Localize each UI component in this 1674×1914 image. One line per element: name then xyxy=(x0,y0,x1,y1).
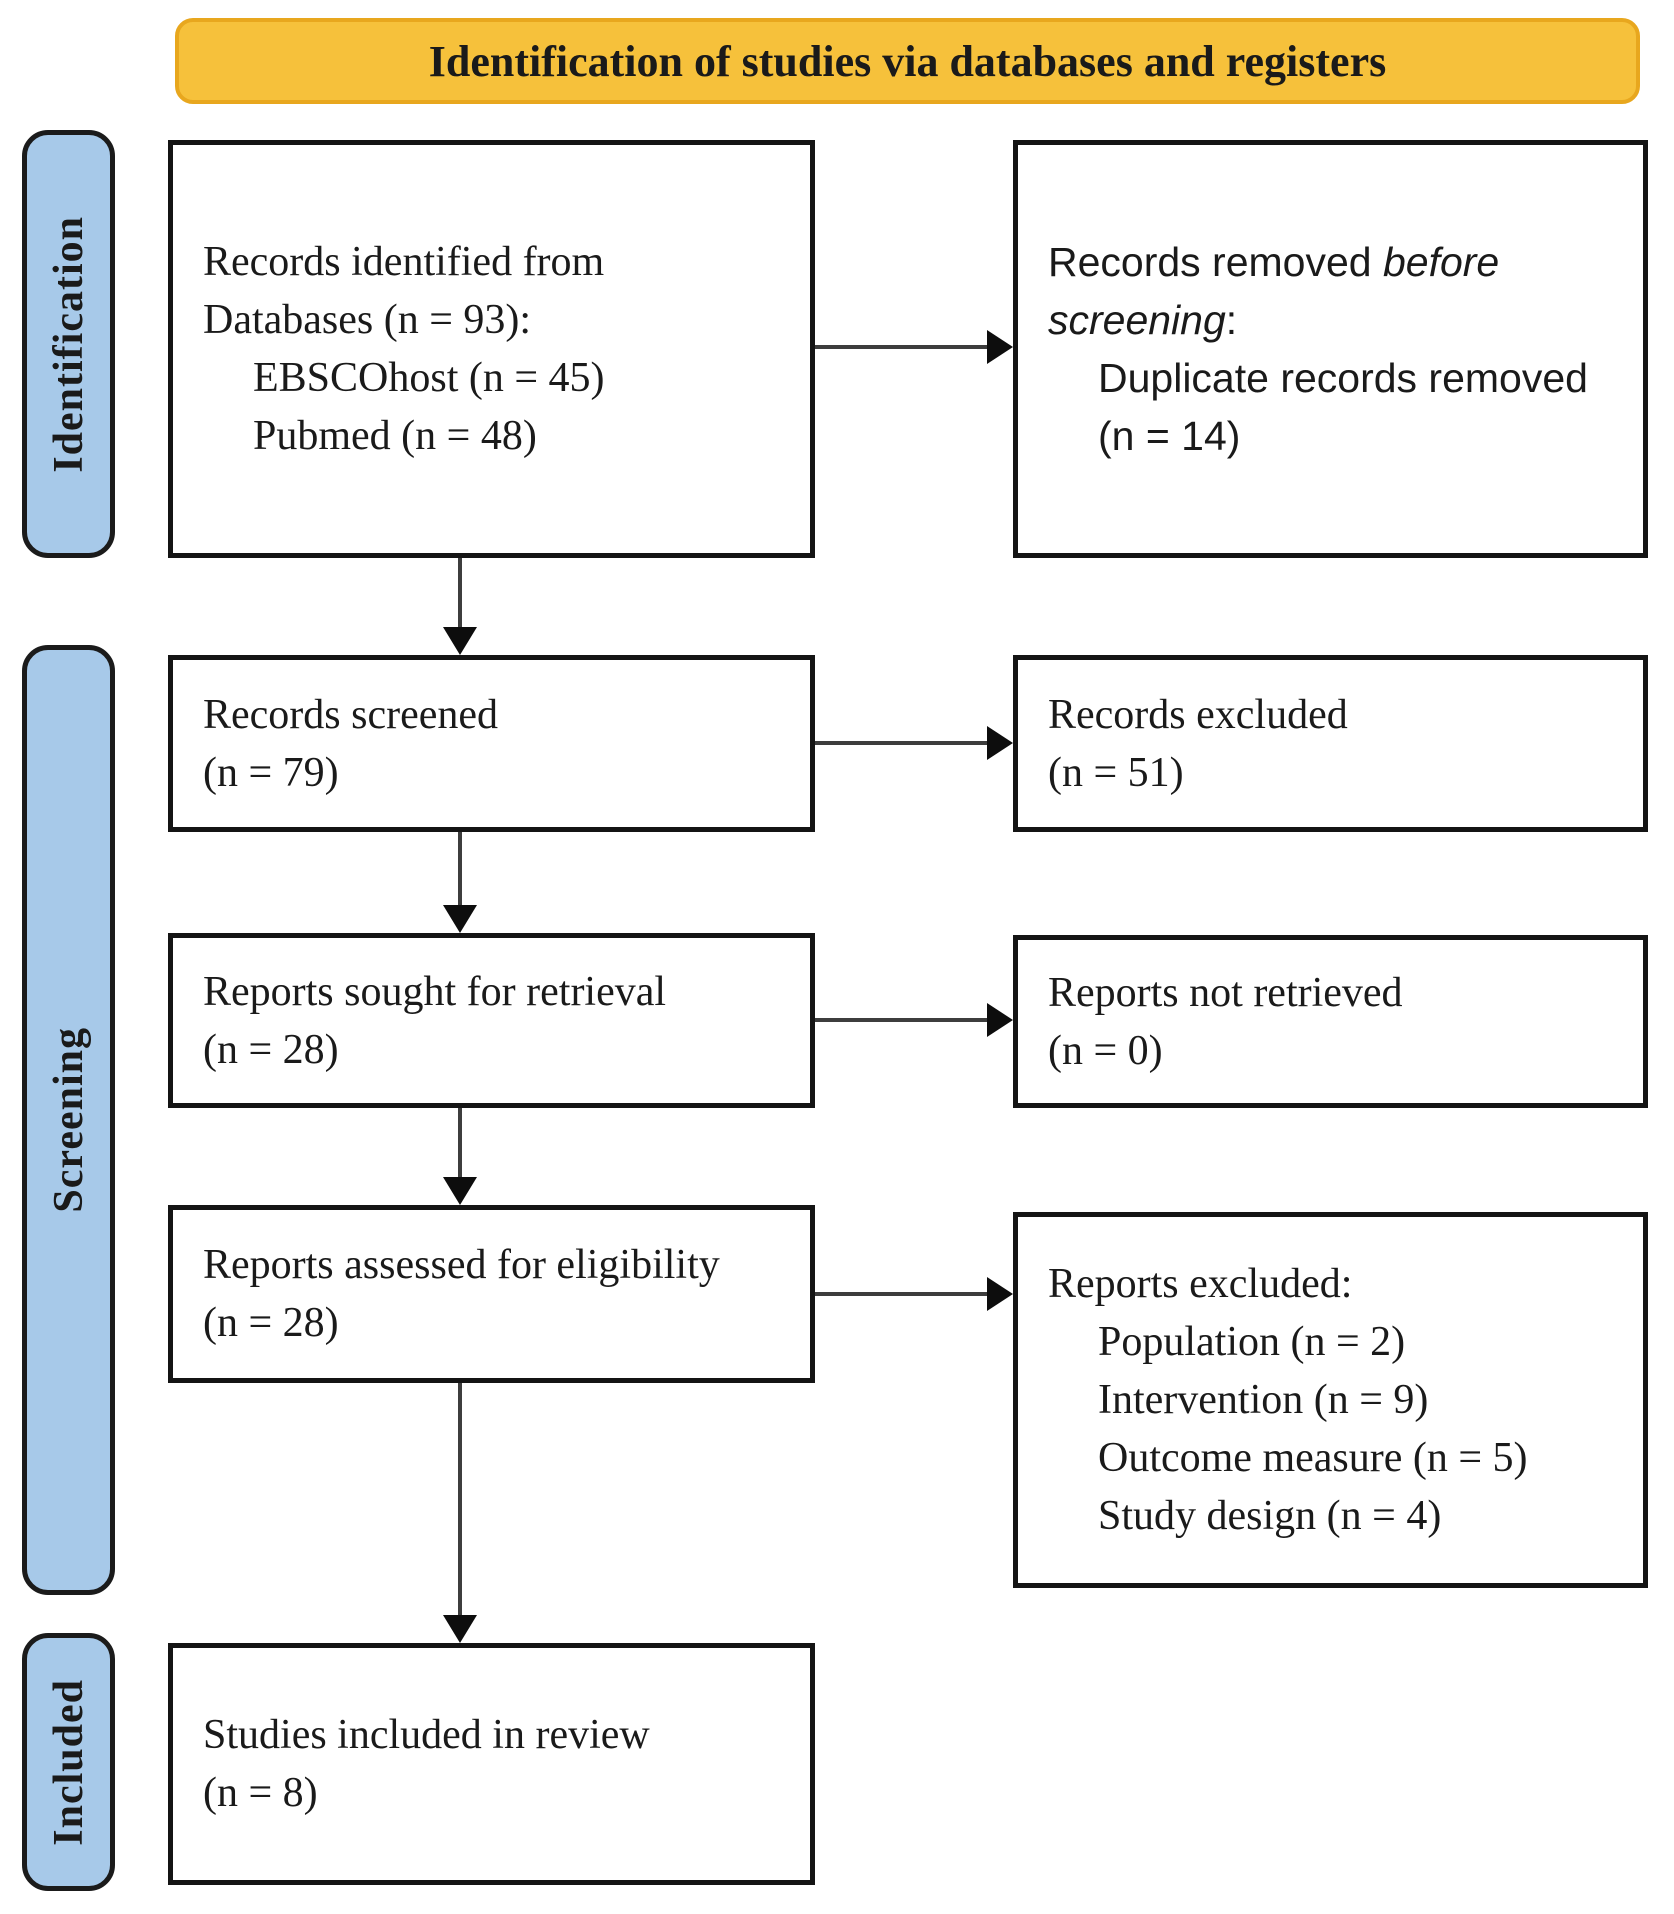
stage-identification-label: Identification xyxy=(45,215,92,473)
records-removed-line4: (n = 14) xyxy=(1098,413,1241,459)
arrow-right-1-line xyxy=(815,345,987,349)
arrow-right-3-line xyxy=(815,1018,987,1022)
records-identified-line1: Records identified from xyxy=(203,239,605,285)
box-records-removed: Records removed before screening: Duplic… xyxy=(1013,140,1648,558)
reports-not-retrieved-line2: (n = 0) xyxy=(1048,1027,1163,1074)
records-removed-line1: Records removed before xyxy=(1048,239,1500,285)
records-identified-line3: EBSCOhost (n = 45) xyxy=(253,355,605,401)
box-reports-sought: Reports sought for retrieval (n = 28) xyxy=(168,933,815,1108)
banner-title: Identification of studies via databases … xyxy=(428,36,1387,86)
stage-included-label: Included xyxy=(45,1678,92,1846)
records-removed-line2: screening: xyxy=(1048,297,1238,343)
reports-sought-line2: (n = 28) xyxy=(203,1026,339,1073)
box-records-screened: Records screened (n = 79) xyxy=(168,655,815,832)
arrow-down-1-line xyxy=(458,558,462,627)
banner: Identification of studies via databases … xyxy=(175,18,1640,104)
arrow-right-2-line xyxy=(815,741,987,745)
stage-included: Included xyxy=(22,1633,115,1891)
arrow-down-3-head-icon xyxy=(443,1177,477,1205)
reports-assessed-line1: Reports assessed for eligibility xyxy=(203,1242,720,1288)
reports-not-retrieved-line1: Reports not retrieved xyxy=(1048,969,1403,1016)
stage-identification: Identification xyxy=(22,130,115,558)
reports-excluded-reason1: Population (n = 2) xyxy=(1098,1319,1406,1365)
reports-excluded-title: Reports excluded: xyxy=(1048,1261,1353,1307)
arrow-right-4-head-icon xyxy=(987,1277,1013,1311)
stage-screening-label: Screening xyxy=(45,1027,92,1213)
records-excluded-line1: Records excluded xyxy=(1048,691,1348,738)
reports-assessed-line2: (n = 28) xyxy=(203,1300,339,1346)
reports-excluded-reason2: Intervention (n = 9) xyxy=(1098,1377,1429,1423)
arrow-down-2-head-icon xyxy=(443,905,477,933)
records-screened-line2: (n = 79) xyxy=(203,749,339,796)
records-identified-line2: Databases (n = 93): xyxy=(203,297,532,343)
arrow-right-4-line xyxy=(815,1292,987,1296)
arrow-down-2-line xyxy=(458,832,462,905)
box-records-identified: Records identified from Databases (n = 9… xyxy=(168,140,815,558)
studies-included-line2: (n = 8) xyxy=(203,1770,318,1816)
arrow-right-3-head-icon xyxy=(987,1003,1013,1037)
stage-screening: Screening xyxy=(22,645,115,1595)
records-excluded-line2: (n = 51) xyxy=(1048,749,1184,796)
studies-included-line1: Studies included in review xyxy=(203,1712,650,1758)
records-removed-line3: Duplicate records removed xyxy=(1098,355,1588,401)
box-reports-excluded: Reports excluded: Population (n = 2) Int… xyxy=(1013,1212,1648,1588)
reports-excluded-reason4: Study design (n = 4) xyxy=(1098,1493,1442,1539)
box-reports-not-retrieved: Reports not retrieved (n = 0) xyxy=(1013,935,1648,1108)
arrow-right-1-head-icon xyxy=(987,330,1013,364)
box-records-excluded: Records excluded (n = 51) xyxy=(1013,655,1648,832)
arrow-down-4-line xyxy=(458,1383,462,1615)
reports-excluded-reason3: Outcome measure (n = 5) xyxy=(1098,1435,1528,1481)
box-reports-assessed: Reports assessed for eligibility (n = 28… xyxy=(168,1205,815,1383)
box-studies-included: Studies included in review (n = 8) xyxy=(168,1643,815,1885)
reports-sought-line1: Reports sought for retrieval xyxy=(203,968,667,1015)
records-identified-line4: Pubmed (n = 48) xyxy=(253,413,537,459)
records-screened-line1: Records screened xyxy=(203,691,499,738)
arrow-down-3-line xyxy=(458,1108,462,1177)
arrow-right-2-head-icon xyxy=(987,726,1013,760)
arrow-down-4-head-icon xyxy=(443,1615,477,1643)
arrow-down-1-head-icon xyxy=(443,627,477,655)
